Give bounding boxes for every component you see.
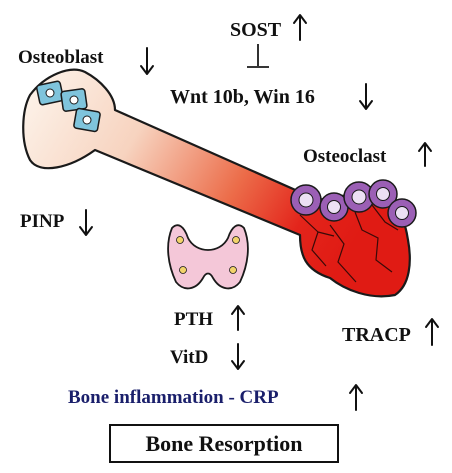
- wnt-down-arrow: [360, 84, 372, 109]
- bone-resorption-box: Bone Resorption: [109, 424, 339, 463]
- inhibition-symbol: [247, 44, 269, 67]
- inflammation-up-arrow: [350, 385, 362, 410]
- osteoblast-cell: [61, 88, 88, 111]
- tracp-label: TRACP: [342, 325, 411, 345]
- pth-label: PTH: [174, 310, 213, 329]
- osteoclast-cell: [388, 199, 416, 227]
- osteoblast-down-arrow: [141, 48, 153, 74]
- sost-up-arrow: [294, 15, 306, 40]
- vitd-label: VitD: [170, 348, 208, 367]
- bone-resorption-label: Bone Resorption: [145, 433, 302, 455]
- pth-up-arrow: [232, 306, 244, 330]
- pinp-label: PINP: [20, 212, 64, 231]
- osteoblast-cell: [73, 108, 100, 132]
- pinp-down-arrow: [80, 210, 92, 235]
- osteoclast-label: Osteoclast: [303, 147, 386, 166]
- inflammation-label: Bone inflammation - CRP: [68, 388, 279, 407]
- thyroid-gland-icon: [168, 225, 248, 288]
- osteoblast-label: Osteoblast: [18, 48, 104, 67]
- osteoclast-cell: [291, 185, 321, 215]
- sost-label: SOST: [230, 20, 281, 40]
- osteoclast-up-arrow: [419, 143, 431, 166]
- tracp-up-arrow: [426, 319, 438, 345]
- osteoblast-cell: [36, 81, 64, 106]
- vitd-down-arrow: [232, 344, 244, 369]
- wnt-label: Wnt 10b, Win 16: [170, 87, 315, 107]
